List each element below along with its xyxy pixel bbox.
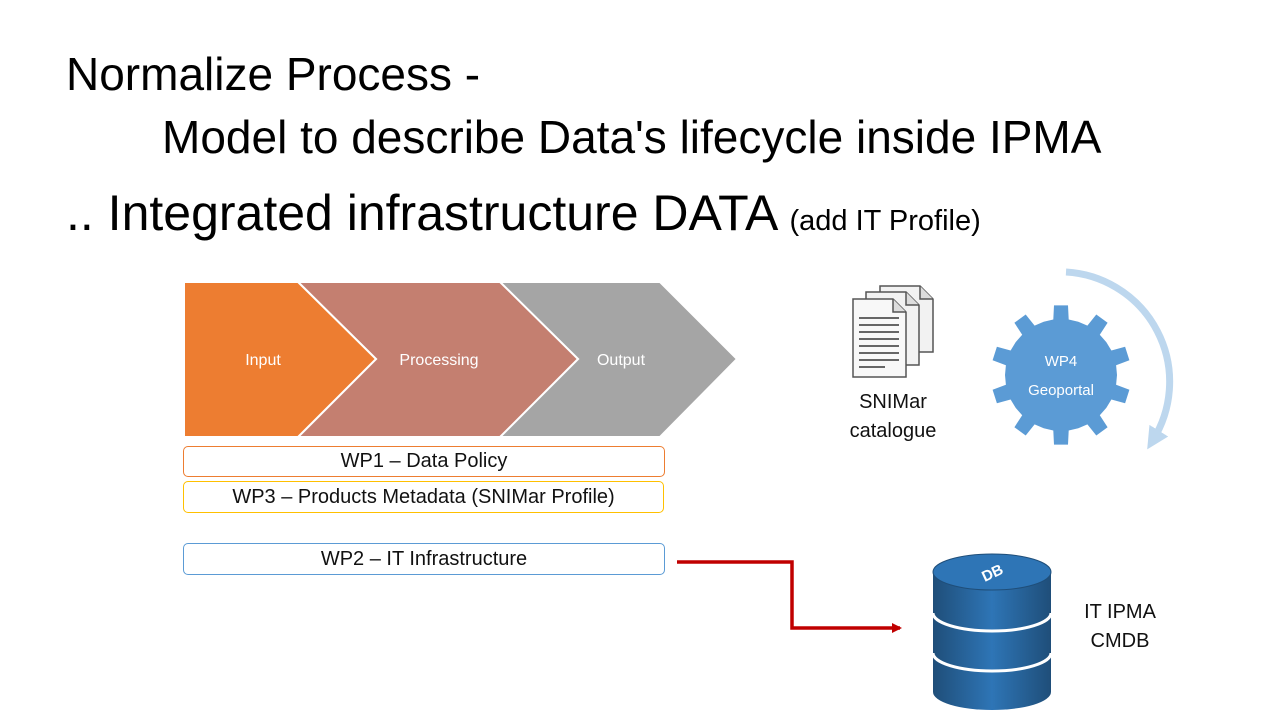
arrow-icon [677, 560, 902, 633]
cycle-arrow-icon [1065, 268, 1174, 450]
chevron-label-input: Input [245, 352, 281, 369]
gear-icon: WP4 Geoportal [992, 305, 1130, 445]
gear-label-geoportal: Geoportal [1028, 382, 1094, 399]
chevron-label-processing: Processing [399, 352, 478, 369]
cmdb-label-line2: CMDB [1090, 630, 1150, 652]
cmdb-label-line1: IT IPMA [1084, 601, 1156, 623]
wp2-it-infrastructure-box: WP2 – IT Infrastructure [183, 543, 665, 575]
title-line-3-main: .. Integrated infrastructure DATA [66, 185, 776, 241]
wp3-products-metadata-box: WP3 – Products Metadata (SNIMar Profile) [183, 481, 664, 513]
documents-icon [852, 285, 934, 378]
title-line-3-note: (add IT Profile) [789, 205, 981, 237]
database-icon: DB [931, 553, 1053, 710]
gear-label-wp4: WP4 [1045, 353, 1078, 370]
snimar-label-line2: catalogue [849, 420, 937, 442]
title-line-1: Normalize Process - [66, 48, 481, 100]
chevron-label-output: Output [597, 352, 646, 369]
cmdb-label: IT IPMA CMDB [1066, 598, 1174, 656]
title-line-2: Model to describe Data's lifecycle insid… [162, 111, 1102, 163]
snimar-catalogue-label: SNIMar catalogue [838, 388, 948, 446]
title-line-3: .. Integrated infrastructure DATA (add I… [66, 184, 981, 242]
wp1-data-policy-box: WP1 – Data Policy [183, 446, 665, 477]
chevron-input [183, 281, 378, 438]
snimar-label-line1: SNIMar [859, 391, 927, 413]
